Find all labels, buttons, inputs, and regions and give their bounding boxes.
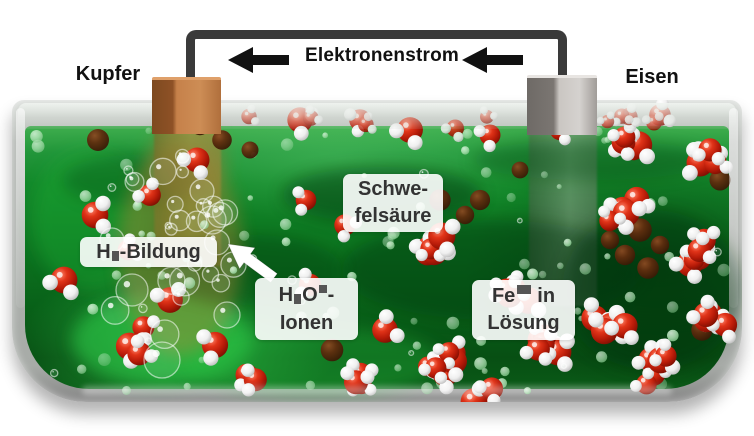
hydrogen-bubble [164, 221, 173, 230]
fe-element: Fe [491, 285, 516, 307]
hydronium-hyphen: - [327, 284, 335, 306]
hydrogen-bubble [516, 217, 523, 224]
water-molecule [519, 337, 553, 366]
water-molecule [196, 329, 229, 366]
iron-ion [709, 169, 731, 191]
fe-suffix: in [537, 285, 556, 307]
water-molecule [649, 338, 677, 367]
hydrogen-bubble [149, 319, 180, 350]
water-molecule [340, 366, 375, 395]
glass-highlight-right [729, 108, 738, 308]
iron-ion [320, 338, 344, 362]
iron-ion [600, 230, 620, 250]
hydronium-line2: Ionen [279, 312, 334, 334]
hydrogen-bubble [149, 157, 177, 186]
arrowhead-icon [462, 47, 487, 73]
water-molecule [630, 367, 657, 395]
hydrogen-bubble [100, 295, 130, 325]
sulfuric-acid-label: Schwe- felsäure [343, 174, 443, 232]
wire [186, 30, 567, 80]
hydronium-o: O [302, 284, 318, 306]
hydrogen-bubble [175, 165, 190, 179]
hydrogen-bubble [189, 178, 215, 204]
water-molecule [692, 138, 726, 166]
iron-ion [650, 235, 670, 255]
missing-glyph-box-icon [517, 285, 532, 294]
missing-glyph-box-icon [318, 285, 327, 293]
sulfuric-acid-line1: Schwe- [357, 178, 429, 200]
water-molecule [241, 363, 267, 397]
hydrogen-bubbles [49, 148, 722, 379]
hydrogen-bubble [115, 273, 149, 307]
hydrogen-bubble [185, 210, 208, 233]
arrow-shaft [487, 55, 523, 65]
copper-electrode [152, 77, 221, 134]
hydrogen-bubble [213, 301, 241, 329]
h2-formation-label: H -Bildung [80, 237, 217, 267]
water-molecule [604, 313, 639, 345]
hydrogen-bubble [143, 341, 181, 379]
hydrogen-bubble [169, 265, 201, 297]
hydrogen-bubble [49, 368, 59, 378]
h2-element: H [96, 241, 111, 263]
hydrogen-bubble [172, 288, 190, 306]
hydrogen-bubble [138, 303, 148, 314]
arrow-shaft [253, 55, 289, 65]
hydronium-h: H [278, 284, 294, 306]
liquid-shading [472, 140, 712, 180]
water-molecule [473, 124, 501, 153]
electron-flow-label: Elektronenstrom [305, 45, 459, 66]
copper-label: Kupfer [75, 63, 141, 85]
sulfuric-acid-line2: felsäure [354, 205, 432, 227]
hydrogen-bubble [408, 349, 415, 357]
iron-ion [614, 244, 636, 266]
water-molecule [42, 266, 79, 301]
arrowhead-icon [228, 47, 253, 73]
iron-ion [212, 130, 232, 150]
water-molecule [81, 195, 112, 234]
iron-ion [637, 257, 659, 279]
water-molecule [687, 231, 717, 264]
electron-flow-arrow-right-icon [462, 47, 523, 73]
hydrogen-bubble [123, 165, 134, 176]
glass-highlight-bottom [82, 386, 672, 395]
water-molecule [686, 294, 719, 327]
iron-ion [511, 161, 529, 179]
iron-ion [469, 189, 491, 211]
water-molecule [372, 309, 405, 343]
iron-label: Eisen [625, 66, 679, 88]
iron-ion [87, 129, 109, 151]
water-molecule [607, 120, 637, 148]
electron-flow-arrow-left-icon [228, 47, 289, 73]
hydrogen-bubble [560, 362, 567, 370]
hydrogen-bubble [107, 183, 117, 192]
iron-ion [455, 205, 475, 225]
water-molecule [473, 377, 504, 402]
missing-glyph-box-icon [294, 294, 302, 304]
iron-ion [241, 141, 259, 159]
glass-highlight-left [16, 108, 25, 308]
hydrogen-bubble [712, 247, 722, 257]
water-molecule [292, 186, 317, 216]
hydrogen-bubble [197, 205, 227, 235]
missing-glyph-box-icon [111, 251, 119, 261]
h2-suffix: -Bildung [119, 241, 201, 263]
water-molecule [598, 205, 627, 232]
water-molecule [418, 357, 448, 384]
hydrogen-bubble [144, 337, 153, 345]
iron-ion [628, 218, 652, 242]
water-molecule [132, 177, 161, 206]
glass-rim [18, 103, 736, 129]
iron-electrode [527, 75, 597, 135]
hydrogen-bubble [166, 195, 184, 213]
hydrogen-bubble [174, 148, 190, 164]
iron-ions-line2: Lösung [487, 312, 560, 334]
